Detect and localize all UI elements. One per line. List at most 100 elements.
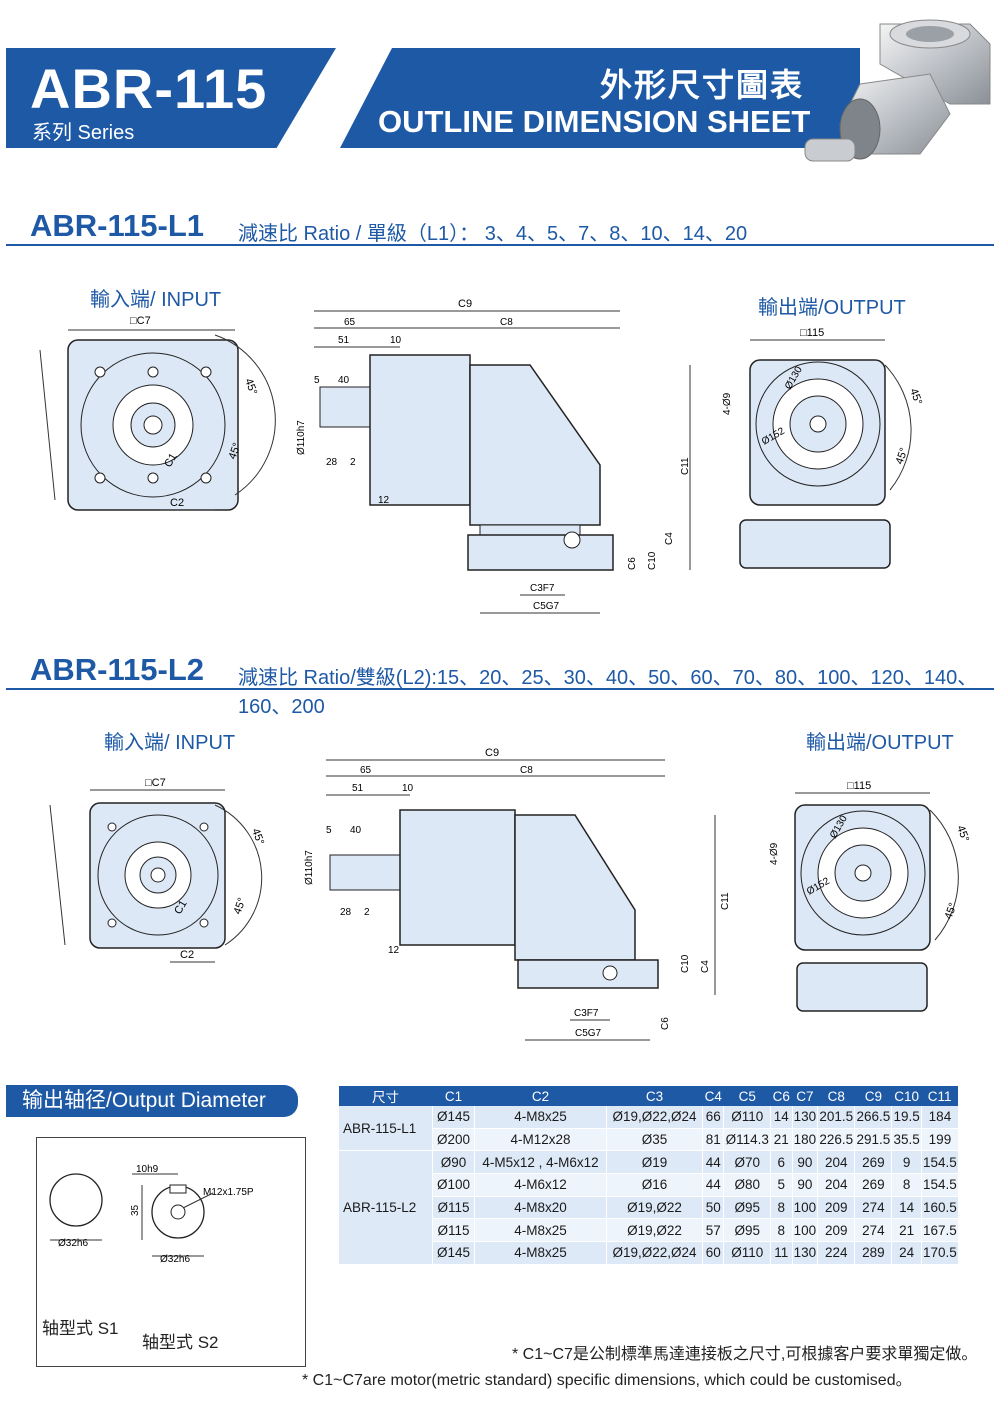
table-cell: Ø115	[432, 1218, 475, 1243]
svg-text:□C7: □C7	[145, 777, 166, 789]
table-cell: 4-M5x12 , 4-M6x12	[474, 1150, 607, 1175]
svg-text:Ø110h7: Ø110h7	[304, 850, 315, 885]
table-cell: 130	[791, 1106, 818, 1129]
note-en: * C1~C7are motor(metric standard) specif…	[302, 1372, 912, 1389]
table-cell: Ø19,Ø22,Ø24	[606, 1241, 703, 1265]
table-cell: 291.5	[854, 1128, 892, 1152]
svg-text:51: 51	[338, 335, 350, 346]
output-diameter-box	[36, 1137, 306, 1367]
svg-text:C8: C8	[520, 765, 533, 776]
l2-model-title: ABR-115-L2	[30, 652, 204, 687]
table-cell: Ø145	[432, 1241, 475, 1265]
table-cell: 6	[770, 1150, 792, 1175]
svg-text:C10: C10	[647, 551, 658, 570]
table-header: C6	[770, 1086, 792, 1106]
table-cell: 224	[817, 1241, 855, 1265]
table-cell: 50	[701, 1196, 724, 1220]
l1-output-drawing: □115 Ø130 Ø152 4-Ø9 45° 45°	[722, 327, 924, 569]
l2-input-label: 輸入端/ INPUT	[104, 732, 236, 754]
table-cell: 8	[770, 1196, 792, 1220]
table-cell: 4-M8x20	[474, 1196, 607, 1220]
table-cell: Ø80	[723, 1173, 771, 1197]
table-header: C8	[817, 1086, 855, 1106]
table-header: 尺寸	[338, 1086, 433, 1106]
svg-text:5: 5	[314, 375, 320, 386]
table-cell: Ø19,Ø22	[606, 1196, 703, 1220]
l2-divider	[6, 688, 994, 690]
svg-text:28: 28	[326, 457, 338, 468]
table-cell: 289	[854, 1241, 892, 1265]
table-cell: 266.5	[854, 1106, 892, 1129]
table-cell: 81	[701, 1128, 724, 1152]
table-cell: 269	[854, 1150, 892, 1175]
table-cell: 184	[920, 1106, 958, 1129]
table-cell: 44	[701, 1173, 724, 1197]
table-model-cell: ABR-115-L2	[338, 1150, 433, 1265]
svg-text:C8: C8	[500, 317, 513, 328]
svg-text:40: 40	[350, 825, 362, 836]
table-cell: 100	[791, 1218, 818, 1243]
svg-text:C6: C6	[660, 1017, 671, 1030]
svg-text:C9: C9	[458, 298, 472, 310]
svg-text:C2: C2	[170, 497, 184, 509]
table-cell: 11	[770, 1241, 792, 1265]
table-cell: Ø110	[723, 1241, 771, 1265]
svg-text:45°: 45°	[894, 446, 911, 466]
header-banner-right	[340, 48, 860, 148]
table-cell: Ø100	[432, 1173, 475, 1197]
table-cell: 201.5	[817, 1106, 855, 1129]
table-header: C7	[792, 1086, 818, 1106]
svg-text:C5G7: C5G7	[575, 1028, 602, 1039]
table-cell: 4-M6x12	[474, 1173, 607, 1197]
svg-text:5: 5	[326, 825, 332, 836]
header-banner-left	[6, 48, 336, 148]
svg-text:C9: C9	[485, 747, 499, 759]
svg-text:45°: 45°	[242, 377, 259, 397]
svg-text:C3F7: C3F7	[530, 583, 555, 594]
table-cell: 274	[854, 1218, 892, 1243]
table-cell: 14	[770, 1106, 792, 1129]
svg-text:□115: □115	[800, 327, 824, 339]
table-cell: 199	[920, 1128, 958, 1152]
svg-text:C6: C6	[627, 557, 638, 570]
svg-text:12: 12	[388, 945, 400, 956]
table-cell: 167.5	[920, 1218, 958, 1243]
product-image	[804, 19, 991, 162]
svg-text:45°: 45°	[227, 441, 244, 461]
table-cell: Ø16	[606, 1173, 703, 1197]
table-cell: 209	[817, 1218, 855, 1243]
table-cell: 170.5	[920, 1241, 958, 1265]
table-header: C11	[921, 1086, 958, 1106]
table-cell: Ø19,Ø22,Ø24	[606, 1106, 703, 1129]
table-cell: 269	[854, 1173, 892, 1197]
l1-side-drawing: C9 65 C8 51 10 5 40 28 2 12 Ø110h7 C11 C…	[296, 298, 691, 614]
table-cell: 90	[791, 1150, 818, 1175]
output-diameter-title: 输出轴径/Output Diameter	[6, 1085, 298, 1117]
series-title: ABR-115	[30, 57, 268, 120]
table-cell: 90	[791, 1173, 818, 1197]
svg-text:45°: 45°	[907, 387, 924, 407]
svg-text:C3F7: C3F7	[574, 1008, 599, 1019]
table-cell: 5	[770, 1173, 792, 1197]
svg-text:C11: C11	[720, 892, 731, 910]
table-cell: 4-M12x28	[474, 1128, 607, 1152]
table-cell: Ø95	[723, 1218, 771, 1243]
table-cell: 204	[817, 1173, 855, 1197]
table-cell: 4-M8x25	[474, 1106, 607, 1129]
table-cell: 8	[770, 1218, 792, 1243]
sheet-title-cn: 外形尺寸圖表	[600, 67, 805, 103]
dimension-table: 尺寸 C1 C2 C3 C4 C5 C6 C7 C8 C9 C10 C11 AB…	[338, 1086, 958, 1265]
table-cell: 4-M8x25	[474, 1218, 607, 1243]
table-cell: Ø145	[432, 1106, 475, 1129]
table-cell: Ø114.3	[723, 1128, 771, 1152]
l2-side-drawing: C9 65 C8 51 10 5 40 28 2 12 Ø110h7 C11 C…	[304, 747, 731, 1041]
svg-text:Ø32h6: Ø32h6	[160, 1254, 190, 1265]
table-cell: 226.5	[817, 1128, 855, 1152]
table-cell: Ø200	[432, 1128, 475, 1152]
svg-text:65: 65	[360, 765, 372, 776]
table-cell: 44	[701, 1150, 724, 1175]
